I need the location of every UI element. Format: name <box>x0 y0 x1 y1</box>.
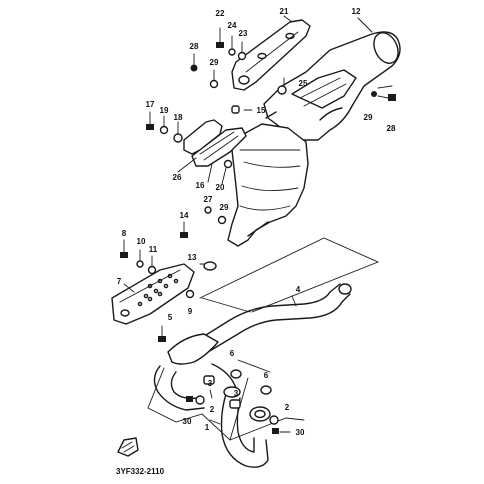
callout-c32: 2 <box>210 405 215 414</box>
bush-15 <box>231 105 240 114</box>
callout-c12: 15 <box>257 106 266 115</box>
front-arrow-icon <box>117 437 139 457</box>
heat-protector-lower <box>111 263 195 325</box>
callout-c24: 13 <box>188 253 197 262</box>
callout-c2: 24 <box>228 21 237 30</box>
callout-c27: 4 <box>296 285 301 294</box>
washer-29-upper <box>209 79 219 89</box>
washer-29-mid <box>217 215 227 225</box>
callout-c30: 3 <box>208 379 213 388</box>
collar-23 <box>237 51 247 61</box>
callout-c21: 8 <box>122 229 127 238</box>
callout-c3: 23 <box>239 29 248 38</box>
assembly-guide-lines <box>147 237 380 441</box>
callout-c18: 14 <box>180 211 189 220</box>
callout-c9: 17 <box>146 100 155 109</box>
diagram-code: 3YF332-2110 <box>116 467 165 476</box>
joint-3-left <box>203 375 215 385</box>
gasket-6-right <box>260 385 272 395</box>
bolt-17 <box>146 124 154 130</box>
washer-29-right <box>371 91 377 97</box>
bolt-30-left <box>186 396 193 402</box>
callout-c19: 27 <box>204 195 213 204</box>
callout-c35: 30 <box>183 417 192 426</box>
callout-c16: 16 <box>196 181 205 190</box>
bolt-8 <box>120 252 128 258</box>
callout-c13: 29 <box>364 113 373 122</box>
grommet-18 <box>173 133 183 143</box>
callout-c4: 21 <box>280 7 289 16</box>
nut-27 <box>204 206 212 214</box>
callout-c29: 6 <box>230 349 235 358</box>
collar-20 <box>223 159 233 169</box>
clamp-2-right <box>269 415 279 425</box>
callout-c26: 9 <box>188 307 193 316</box>
callout-c8: 25 <box>299 79 308 88</box>
callout-c22: 10 <box>137 237 146 246</box>
clamp-2-left <box>195 395 205 405</box>
muffler-body <box>263 31 401 141</box>
fasteners <box>120 27 396 434</box>
bolt-14 <box>180 232 188 238</box>
callout-c14: 28 <box>387 124 396 133</box>
callout-c36: 1 <box>205 423 210 432</box>
callout-c1: 22 <box>216 9 225 18</box>
bolt-22 <box>216 42 224 48</box>
callout-c11: 18 <box>174 113 183 122</box>
bolt-30-right <box>272 428 279 434</box>
callout-c20: 29 <box>220 203 229 212</box>
callout-c7: 29 <box>210 58 219 67</box>
callout-c23: 11 <box>149 245 158 254</box>
callout-c15: 26 <box>173 173 182 182</box>
callout-c5: 12 <box>352 7 361 16</box>
callout-c28: 5 <box>168 313 173 322</box>
callout-c37: 30 <box>296 428 305 437</box>
bolt-5 <box>158 336 166 342</box>
callout-c31: 6 <box>264 371 269 380</box>
collar-9 <box>185 289 195 299</box>
gasket-6-left <box>230 369 242 379</box>
nut-28-right <box>388 94 396 101</box>
leader-lines <box>123 15 373 425</box>
callout-c34: 2 <box>285 403 290 412</box>
exhaust-pipe <box>153 283 352 411</box>
muffler-chamber <box>227 123 309 247</box>
callout-numbers: 22 24 23 21 12 28 29 25 17 19 18 15 29 2… <box>117 7 396 437</box>
inner-protector <box>183 119 247 167</box>
gasket-13 <box>203 261 217 271</box>
callout-c33: 3 <box>234 389 239 398</box>
collar-11 <box>147 265 157 275</box>
joint-3-right <box>229 399 241 409</box>
callout-c6: 28 <box>190 42 199 51</box>
washer-24 <box>228 48 236 56</box>
callout-c10: 19 <box>160 106 169 115</box>
collar-25 <box>277 85 287 95</box>
exhaust-pipe-lower <box>220 386 271 468</box>
callout-c25: 7 <box>117 277 122 286</box>
nut-28-upper <box>190 64 198 72</box>
callout-c17: 20 <box>216 183 225 192</box>
heat-protector-upper <box>231 19 311 91</box>
washer-19 <box>159 125 169 135</box>
washer-10 <box>136 260 144 268</box>
